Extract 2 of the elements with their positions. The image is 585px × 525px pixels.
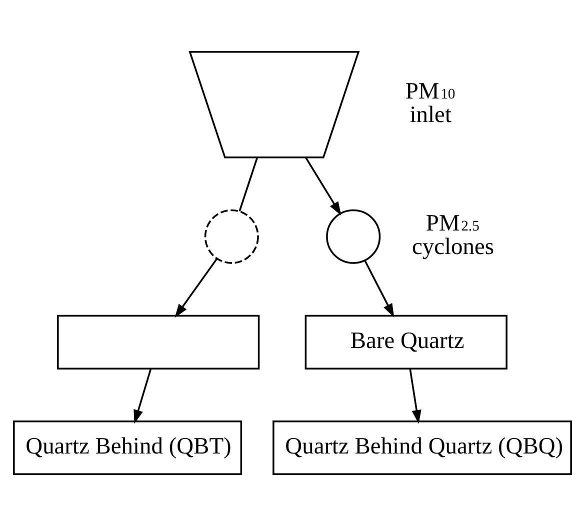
node-label: PM10 inlet <box>405 78 456 128</box>
node-label: PM2.5 cyclones <box>412 210 494 260</box>
